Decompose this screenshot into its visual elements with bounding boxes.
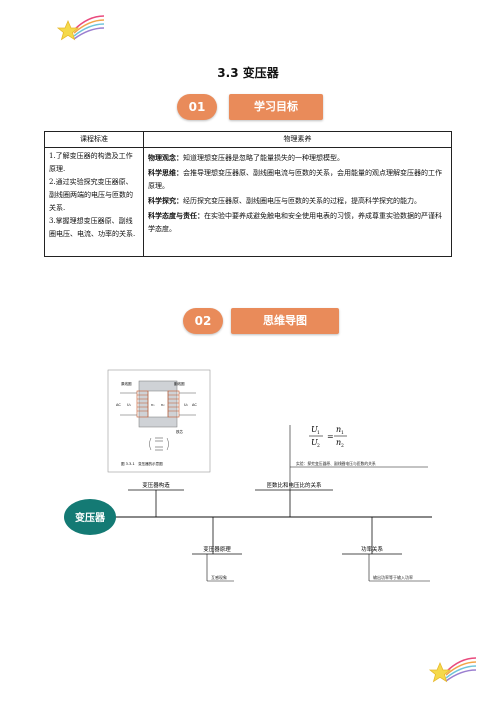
center-node-label: 变压器 [75,511,106,524]
leaf-experiment: 实验：探究变压器原、副线圈电压与匝数的关系 [296,461,376,466]
section-number: 01 [177,94,217,120]
figure-label: AC [116,403,121,407]
standard-item: 3.掌握理想变压器原、副线圈电压、电流、功率的关系. [49,217,136,238]
svg-text:n: n [336,425,341,434]
literacy-item: 物理观念：知道理想变压器是忽略了能量损失的一种理想模型。 [148,152,447,165]
literacy-text: 经历探究变压器原、副线圈电压与匝数的关系的过程，提高科学探究的能力。 [183,197,421,205]
literacy-text: 知道理想变压器是忽略了能量损失的一种理想模型。 [183,154,344,162]
literacy-text: 在实验中要养成避免触电和安全使用电表的习惯，养成尊重实验数据的严谨科学态度。 [148,212,442,233]
shooting-star-icon [428,657,477,683]
literacy-label: 科学态度与责任： [148,212,204,220]
page-title: 3.3 变压器 [217,66,279,80]
leaf-mutual-induction: 互感现象 [211,574,227,580]
section-label: 思维导图 [231,308,339,334]
svg-text:U: U [311,438,318,447]
branch-ratio: 匝数比和电压比的关系 [266,481,322,489]
figure-label: U₂ [184,403,189,407]
literacy-label: 科学思维： [148,169,183,177]
svg-text:U: U [311,425,318,434]
branch-power: 功率关系 [361,545,384,553]
figure-label: 原线圈 [121,381,132,386]
figure-caption: 图 3.3-1 变压器的示意图 [121,461,163,466]
standard-item: 1.了解变压器的构造及工作原理. [49,152,133,173]
shooting-star-icon [56,15,105,41]
svg-text:2: 2 [317,443,320,449]
figure-label: n₂ [161,403,165,407]
svg-text:n: n [336,438,341,447]
literacy-item: 科学思维：会推导理想变压器原、副线圈电流与匝数的关系，会用能量的观点理解变压器的… [148,167,447,193]
svg-text:=: = [327,432,334,441]
literacy-item: 科学探究：经历探究变压器原、副线圈电压与匝数的关系的过程，提高科学探究的能力。 [148,195,447,208]
section-label: 学习目标 [229,94,323,120]
branch-structure: 变压器构造 [142,481,170,489]
literacy-text: 会推导理想变压器原、副线圈电流与匝数的关系，会用能量的观点理解变压器的工作原理。 [148,169,442,190]
section-number: 02 [183,308,223,334]
transformer-figure: 原线圈 副线圈 铁芯 AC AC U₁ U₂ n₁ n₂ 图 3.3-1 变压器… [107,369,211,473]
figure-label: 铁芯 [176,429,183,434]
figure-label: AC [192,403,197,407]
literacy-label: 科学探究： [148,197,183,205]
figure-label: 副线圈 [174,381,185,386]
figure-label: n₁ [151,403,155,407]
literacy-label: 物理观念： [148,154,183,162]
center-node [64,499,116,535]
standard-item: 2.通过实验探究变压器原、副线圈两端的电压与匝数的关系. [49,178,133,212]
branch-principle: 变压器原理 [203,545,231,553]
figure-label: U₁ [127,403,132,407]
svg-text:1: 1 [341,430,344,436]
svg-text:1: 1 [317,430,320,436]
learning-goals-table: 课程标准 物理素养 1.了解变压器的构造及工作原理. 2.通过实验探究变压器原、… [44,131,452,257]
svg-text:2: 2 [341,443,344,449]
leaf-power-relation: 输出功率等于输入功率 [373,574,413,580]
literacy-item: 科学态度与责任：在实验中要养成避免触电和安全使用电表的习惯，养成尊重实验数据的严… [148,210,447,236]
ratio-formula: U 1 U 2 = n 1 n 2 [309,425,347,449]
